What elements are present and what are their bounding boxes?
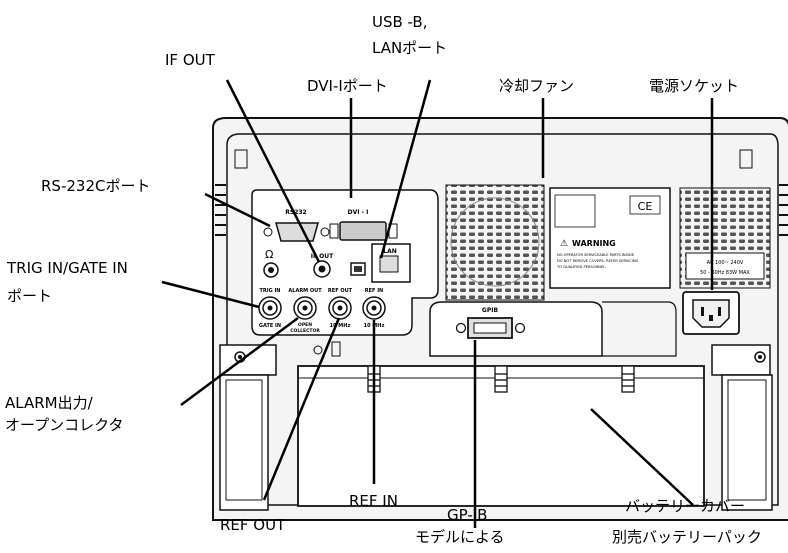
- right-foot: [711, 344, 773, 511]
- panel-label-collector: COLLECTOR: [290, 328, 320, 334]
- callout-ref-in: REF IN: [349, 492, 398, 510]
- rs232-port: [275, 222, 319, 242]
- left-foot: [219, 344, 277, 511]
- leader-alarm: [180, 316, 299, 407]
- callout-trig-line1: TRIG IN/GATE IN: [7, 259, 128, 277]
- side-vent-left: [215, 184, 226, 236]
- callout-battery-line2: 別売バッテリーパック: [612, 528, 762, 546]
- callout-dvi: DVI-Iポート: [307, 77, 388, 95]
- callout-rs232c: RS-232Cポート: [41, 177, 151, 195]
- panel-label-trig-in: TRIG IN: [259, 288, 280, 294]
- leader-battery: [590, 408, 694, 506]
- callout-gpib-line2: モデルによる: [415, 528, 505, 546]
- panel-label-lan: LAN: [383, 248, 397, 255]
- warning-text: NO OPERATOR SERVICEABLE PARTS INSIDE.: [557, 253, 635, 257]
- panel-label-dvi: DVI - I: [348, 209, 369, 216]
- panel-label-if-out: IF OUT: [311, 253, 334, 260]
- panel-label-open: OPEN: [298, 322, 312, 328]
- bnc-ref-in: [362, 296, 386, 320]
- side-vent-right: [779, 184, 788, 236]
- dvi-port: [339, 221, 387, 241]
- lan-port: [379, 255, 399, 273]
- ac-rating: 50 - 60Hz 83W MAX: [700, 270, 750, 276]
- corner-slot: [739, 149, 753, 169]
- warning-text: DO NOT REMOVE COVERS. REFER SERVICING: [557, 259, 639, 263]
- ce-mark: CE: [638, 200, 653, 213]
- panel-label-gpib: GPIB: [482, 307, 499, 314]
- callout-gpib-line1: GP-IB: [447, 506, 488, 524]
- callout-fan: 冷却ファン: [499, 77, 575, 95]
- panel-label-ref-out: REF OUT: [328, 288, 353, 294]
- callout-power-socket: 電源ソケット: [649, 77, 740, 95]
- bnc-trig-in: [258, 296, 282, 320]
- callout-battery-line1: バッテリーカバー: [625, 497, 746, 515]
- bnc-ref-out: [328, 296, 352, 320]
- chassis-inner-outline: [226, 133, 779, 506]
- callout-usb-lan-line1: USB -B,: [372, 13, 428, 31]
- leader-usb-lan: [379, 79, 432, 259]
- panel-label-gate-in: GATE IN: [259, 323, 281, 329]
- callout-alarm-line2: オープンコレクタ: [5, 416, 124, 434]
- svg-text:⚠: ⚠: [560, 239, 568, 249]
- ac-rating: AC 100~ 240V: [707, 260, 744, 266]
- callout-ref-out: REF OUT: [220, 516, 286, 534]
- warning-title: WARNING: [572, 239, 616, 248]
- callout-if-out: IF OUT: [165, 51, 215, 69]
- leader-ref-out: [262, 317, 341, 501]
- panel-label-alarm-out: ALARM OUT: [288, 288, 322, 294]
- warning-text: TO QUALIFIED PERSONNEL.: [556, 265, 606, 269]
- panel-label-ref-out-freq: 10 MHz: [330, 323, 351, 329]
- svg-text:Ω: Ω: [265, 248, 273, 261]
- panel-label-rs232: RS232: [285, 209, 306, 216]
- callout-trig-line2: ポート: [7, 287, 53, 305]
- callout-alarm-line1: ALARM出力/: [5, 394, 93, 412]
- leader-trig: [161, 280, 260, 309]
- leader-if-out: [225, 79, 321, 263]
- callout-usb-lan-line2: LANポート: [372, 39, 448, 57]
- bnc-alarm-out: [293, 296, 317, 320]
- panel-label-ref-in: REF IN: [365, 288, 383, 294]
- corner-slot: [234, 149, 248, 169]
- leader-lines: [161, 79, 714, 528]
- fan-grill: [445, 184, 545, 301]
- warning-label: [549, 187, 671, 289]
- leader-rs232c: [204, 192, 271, 228]
